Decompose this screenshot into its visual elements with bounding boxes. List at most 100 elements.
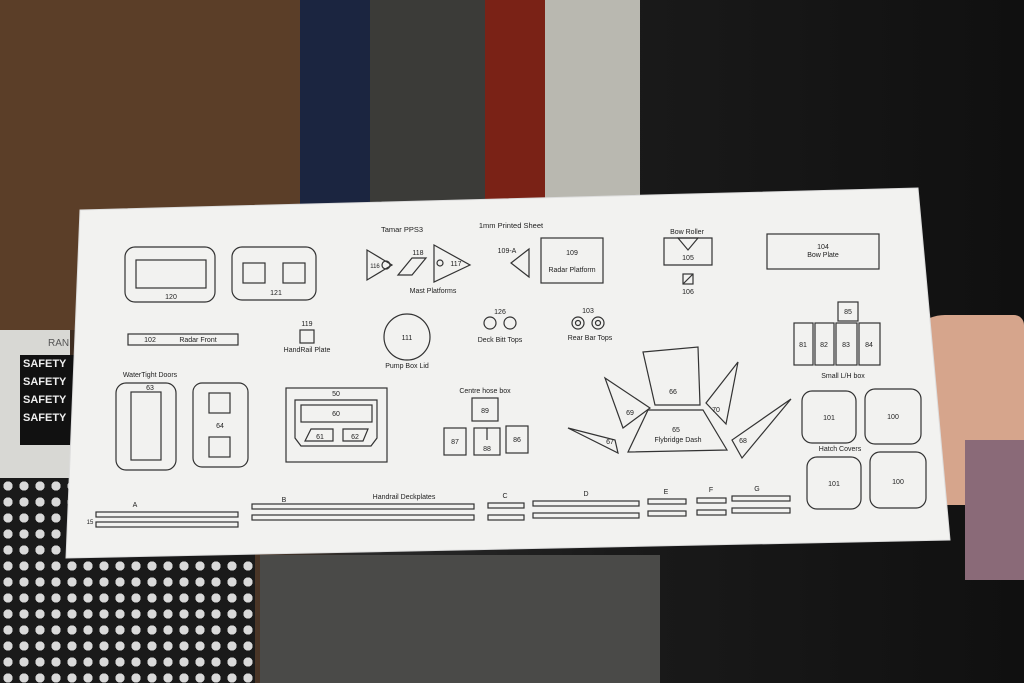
label-62: 62 bbox=[351, 434, 359, 441]
part-50-outline bbox=[285, 387, 388, 463]
label-117: 117 bbox=[450, 261, 461, 268]
label-deck-bitt: Deck Bitt Tops bbox=[478, 337, 523, 344]
part-121-window-right bbox=[282, 262, 306, 284]
label-85: 85 bbox=[844, 309, 852, 316]
label-116: 116 bbox=[370, 264, 380, 270]
deckplate-f-bottom bbox=[696, 509, 727, 516]
floor-area bbox=[260, 555, 660, 683]
part-119-outline bbox=[299, 329, 315, 344]
label-104: 104 bbox=[817, 244, 829, 251]
part-100a-outline bbox=[864, 388, 922, 445]
sleeve bbox=[965, 440, 1024, 580]
label-radar-platform: Radar Platform bbox=[548, 267, 595, 274]
safety-sign-line: SAFETY bbox=[23, 412, 67, 424]
part-62-shape bbox=[342, 428, 369, 442]
deckplate-b-top bbox=[251, 503, 475, 510]
part-118-shape bbox=[396, 257, 428, 276]
label-radar-front: Radar Front bbox=[179, 337, 216, 344]
part-105-notch bbox=[676, 237, 700, 251]
sheet-drawing bbox=[95, 233, 927, 528]
safety-sign-line: SAFETY bbox=[23, 394, 67, 406]
deckplate-d-bottom bbox=[532, 512, 640, 519]
label-103: 103 bbox=[582, 308, 594, 315]
part-89-outline bbox=[471, 397, 499, 422]
part-106-outline bbox=[682, 273, 694, 285]
label-81: 81 bbox=[799, 342, 807, 349]
deckplate-d-top bbox=[532, 500, 640, 507]
deckplate-b-bottom bbox=[251, 514, 475, 521]
section-title-printed: 1mm Printed Sheet bbox=[479, 221, 544, 230]
label-126: 126 bbox=[494, 309, 506, 316]
label-106: 106 bbox=[682, 289, 694, 296]
bin-label: RAN bbox=[48, 338, 70, 349]
part-126-left bbox=[483, 316, 497, 330]
label-60: 60 bbox=[332, 411, 340, 418]
part-103-left bbox=[571, 316, 585, 330]
label-65: 65 bbox=[672, 427, 680, 434]
label-101b: 101 bbox=[828, 481, 840, 488]
label-rear-bar: Rear Bar Tops bbox=[568, 335, 613, 342]
part-64-outline bbox=[192, 382, 249, 468]
part-82-outline bbox=[814, 322, 835, 366]
part-85-outline bbox=[837, 301, 859, 322]
label-89: 89 bbox=[481, 408, 489, 415]
label-deckplate-e: E bbox=[664, 489, 669, 496]
part-106-diagonal bbox=[682, 273, 694, 285]
label-flybridge: Flybridge Dash bbox=[654, 437, 701, 444]
block-wall bbox=[370, 0, 485, 210]
section-title-small-lh: Small L/H box bbox=[821, 373, 865, 380]
label-handrail-plate: HandRail Plate bbox=[284, 347, 331, 354]
part-86-outline bbox=[505, 425, 529, 454]
label-87: 87 bbox=[451, 439, 459, 446]
label-bow-plate: Bow Plate bbox=[807, 252, 839, 259]
part-103-left-inner bbox=[574, 319, 582, 327]
label-66: 66 bbox=[669, 389, 677, 396]
deckplate-f-top bbox=[696, 497, 727, 504]
label-105: 105 bbox=[682, 255, 694, 262]
section-title-hatch: Hatch Covers bbox=[819, 446, 862, 453]
label-83: 83 bbox=[842, 342, 850, 349]
part-65-shape bbox=[627, 409, 729, 453]
part-67-shape bbox=[567, 427, 619, 455]
part-69-shape bbox=[603, 376, 652, 429]
part-101b-outline bbox=[806, 456, 862, 510]
part-63-window bbox=[130, 391, 162, 461]
red-door bbox=[485, 0, 545, 200]
section-title-centre-hose: Centre hose box bbox=[459, 388, 511, 395]
label-101a: 101 bbox=[823, 415, 835, 422]
part-68-shape bbox=[731, 398, 792, 460]
part-64-window-top bbox=[208, 392, 231, 414]
label-deckplate-g: G bbox=[754, 486, 759, 493]
section-title-mast: Mast Platforms bbox=[410, 288, 457, 295]
deckplate-g-top bbox=[731, 495, 791, 502]
label-84: 84 bbox=[865, 342, 873, 349]
part-111-outline bbox=[383, 313, 431, 361]
label-70: 70 bbox=[712, 407, 720, 414]
white-sheet bbox=[65, 187, 951, 559]
deckplate-a-top bbox=[95, 511, 239, 518]
label-deckplate-b: B bbox=[282, 497, 287, 504]
safety-sign-line: SAFETY bbox=[23, 376, 67, 388]
label-deckplate-a: A bbox=[133, 502, 138, 509]
label-100a: 100 bbox=[887, 414, 899, 421]
section-title-tamar: Tamar PPS3 bbox=[381, 225, 423, 234]
label-69: 69 bbox=[626, 410, 634, 417]
deckplate-c-bottom bbox=[487, 514, 525, 521]
part-121-window-left bbox=[242, 262, 266, 284]
label-64: 64 bbox=[216, 423, 224, 430]
label-deckplate-d: D bbox=[583, 491, 588, 498]
part-116-hole bbox=[381, 260, 391, 270]
label-15: 15 bbox=[87, 520, 94, 526]
label-109: 109 bbox=[566, 250, 578, 257]
label-61: 61 bbox=[316, 434, 324, 441]
label-deckplate-f: F bbox=[709, 487, 713, 494]
part-66-shape bbox=[642, 346, 701, 406]
label-118: 118 bbox=[412, 250, 423, 257]
label-67: 67 bbox=[606, 439, 614, 446]
safety-sign-line: SAFETY bbox=[23, 358, 67, 370]
part-103-right bbox=[591, 316, 605, 330]
part-126-right bbox=[503, 316, 517, 330]
section-title-watertight: WaterTight Doors bbox=[123, 372, 178, 379]
label-63: 63 bbox=[146, 385, 154, 392]
